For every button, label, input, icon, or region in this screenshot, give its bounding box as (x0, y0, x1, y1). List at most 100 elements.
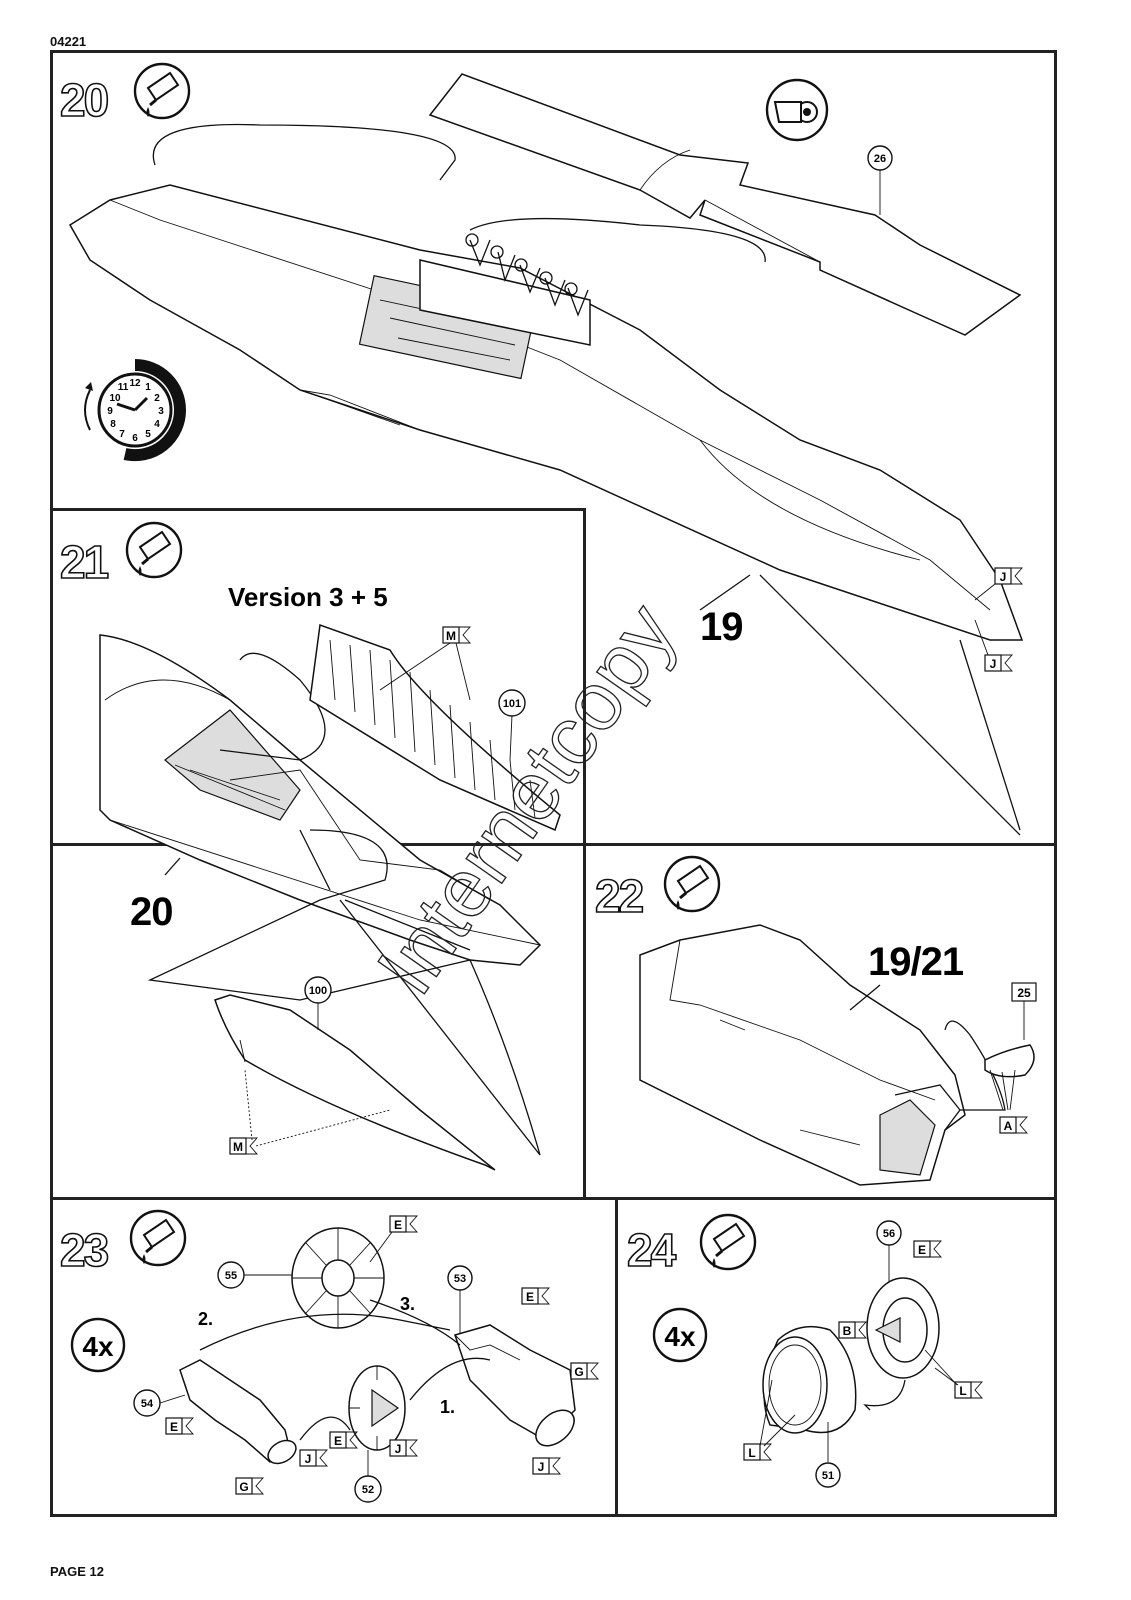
marking-flag-G: G (570, 1362, 599, 1380)
svg-text:25: 25 (1017, 986, 1031, 1000)
step-24-number: 24 (627, 1224, 677, 1276)
svg-text:J: J (1000, 570, 1007, 584)
part-callout-54: 54 (133, 1389, 161, 1417)
assembly-arrow (863, 1379, 906, 1411)
svg-text:26: 26 (874, 153, 886, 165)
clock-numeral: 7 (119, 429, 125, 440)
glue-tube-icon (699, 1213, 757, 1271)
svg-text:4x: 4x (82, 1331, 114, 1362)
clock-numeral: 3 (158, 406, 164, 417)
svg-text:4x: 4x (664, 1321, 696, 1352)
leader-line (924, 1349, 959, 1386)
glue-tube-icon (133, 62, 191, 120)
marking-flag-M: M (442, 626, 471, 644)
marking-flag-L: L (954, 1381, 983, 1399)
clock-numeral: 4 (154, 419, 160, 430)
marking-flag-J: J (984, 654, 1013, 672)
guide-line (849, 984, 1006, 1111)
svg-text:E: E (918, 1243, 926, 1257)
leader-line (759, 1379, 796, 1447)
sequence-step-2: 2. (198, 1309, 213, 1329)
step-24-panel (615, 1197, 1057, 1517)
svg-text:M: M (233, 1140, 243, 1154)
svg-text:53: 53 (454, 1273, 466, 1285)
step-20-panel (50, 50, 1057, 846)
svg-text:E: E (526, 1290, 534, 1304)
svg-text:J: J (305, 1452, 312, 1466)
part-callout-53: 53 (447, 1265, 473, 1291)
document-code: 04221 (50, 34, 87, 49)
engine-nacelle-part-51 (762, 1325, 857, 1434)
part-callout-52: 52 (354, 1475, 382, 1503)
svg-text:E: E (334, 1434, 342, 1448)
sequence-step-3: 3. (400, 1294, 415, 1314)
marking-flag-E: E (389, 1215, 418, 1233)
svg-text:52: 52 (362, 1484, 374, 1496)
marking-flag-G: G (235, 1477, 264, 1495)
clock-numeral: 2 (154, 393, 160, 404)
svg-text:M: M (446, 629, 456, 643)
marking-flag-A: A (999, 1116, 1028, 1134)
clock-numeral: 9 (107, 406, 113, 417)
leader-line (164, 857, 181, 876)
quantity-4x-badge: 4x (70, 1317, 126, 1373)
svg-text:J: J (990, 657, 997, 671)
step-20-number: 20 (60, 74, 108, 126)
compressor-fan-part-56 (866, 1277, 940, 1379)
step-21-number: 21 (60, 536, 109, 588)
assembly-arrow (199, 1299, 491, 1441)
svg-text:A: A (1004, 1119, 1013, 1133)
marking-flag-E: E (165, 1417, 194, 1435)
part-ref-19-21: 19/21 (868, 940, 964, 984)
sequence-step-1: 1. (440, 1397, 455, 1417)
bay-door-part-100 (214, 994, 496, 1171)
svg-text:E: E (394, 1218, 402, 1232)
svg-text:100: 100 (309, 985, 327, 997)
part-callout-56: 56 (876, 1220, 902, 1246)
version-label: Version 3 + 5 (228, 582, 388, 612)
clock-numeral: 6 (132, 433, 138, 444)
ejection-seats (465, 233, 589, 317)
glue-tube-icon (663, 855, 721, 913)
clock-numeral: 11 (118, 382, 129, 393)
marking-flag-B: B (838, 1321, 867, 1339)
quantity-4x-badge: 4x (652, 1307, 708, 1363)
marking-flag-M: M (229, 1137, 258, 1155)
svg-text:J: J (538, 1460, 545, 1474)
guide-line (219, 652, 326, 761)
part-callout-51: 51 (815, 1462, 841, 1488)
part-callout-100: 100 (304, 976, 332, 1004)
marking-flag-J: J (532, 1457, 561, 1475)
guide-line (147, 829, 541, 1156)
marking-flag-L: L (743, 1443, 772, 1461)
clock-numeral: 5 (145, 429, 151, 440)
leader-line (509, 714, 513, 761)
part-callout-25: 25 (1011, 982, 1037, 1002)
svg-text:56: 56 (883, 1228, 895, 1240)
svg-text:J: J (395, 1442, 402, 1456)
guide-line (699, 574, 1021, 836)
leader-line (244, 1069, 391, 1147)
fan-part-52 (348, 1365, 406, 1451)
leader-line (369, 1231, 393, 1263)
marking-flag-J: J (389, 1439, 418, 1457)
leader-line (974, 583, 996, 656)
guide-line (152, 123, 456, 181)
page-number: PAGE 12 (50, 1564, 104, 1579)
svg-text:L: L (959, 1384, 966, 1398)
fuselage-part (68, 184, 1024, 641)
canopy-part-26 (428, 73, 1022, 336)
svg-text:G: G (574, 1365, 583, 1379)
part-callout-26: 26 (867, 145, 893, 171)
leader-line (379, 642, 471, 701)
svg-text:L: L (748, 1446, 755, 1460)
part-ref-20: 20 (130, 890, 173, 934)
bay-door-part-101 (309, 623, 561, 832)
part-ref-19: 19 (700, 605, 743, 649)
svg-text:101: 101 (503, 698, 521, 710)
clock-numeral: 1 (145, 382, 151, 393)
marking-flag-J: J (994, 567, 1023, 585)
svg-text:51: 51 (822, 1470, 834, 1482)
glue-tube-icon (125, 521, 183, 579)
